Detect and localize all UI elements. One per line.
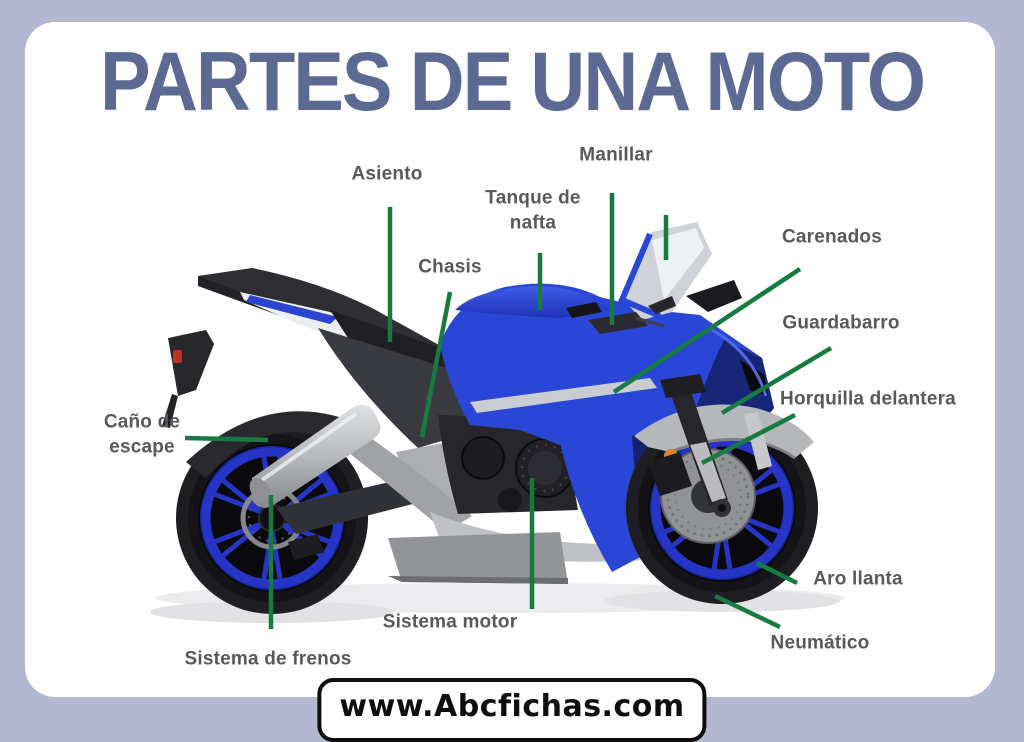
label-horquilla-delantera: Horquilla delantera (780, 388, 956, 410)
website-badge: www.Abcfichas.com (317, 678, 707, 742)
label-neumatico: Neumático (770, 632, 870, 654)
label-manillar: Manillar (579, 144, 653, 166)
label-sistema-de-frenos: Sistema de frenos (184, 648, 352, 670)
label-carenados: Carenados (781, 226, 883, 248)
infographic-page: { "page": { "title": "PARTES DE UNA MOTO… (25, 22, 995, 742)
label-tanque-de-nafta: Tanque de nafta (485, 187, 581, 233)
label-asiento: Asiento (351, 163, 423, 185)
label-cano-de-escape: Caño de escape (103, 411, 181, 457)
label-sistema-motor: Sistema motor (382, 611, 518, 633)
page-title: PARTES DE UNA MOTO (100, 35, 926, 129)
label-guardabarro: Guardabarro (782, 312, 900, 334)
label-aro-llanta: Aro llanta (813, 568, 903, 590)
label-chasis: Chasis (418, 256, 482, 278)
